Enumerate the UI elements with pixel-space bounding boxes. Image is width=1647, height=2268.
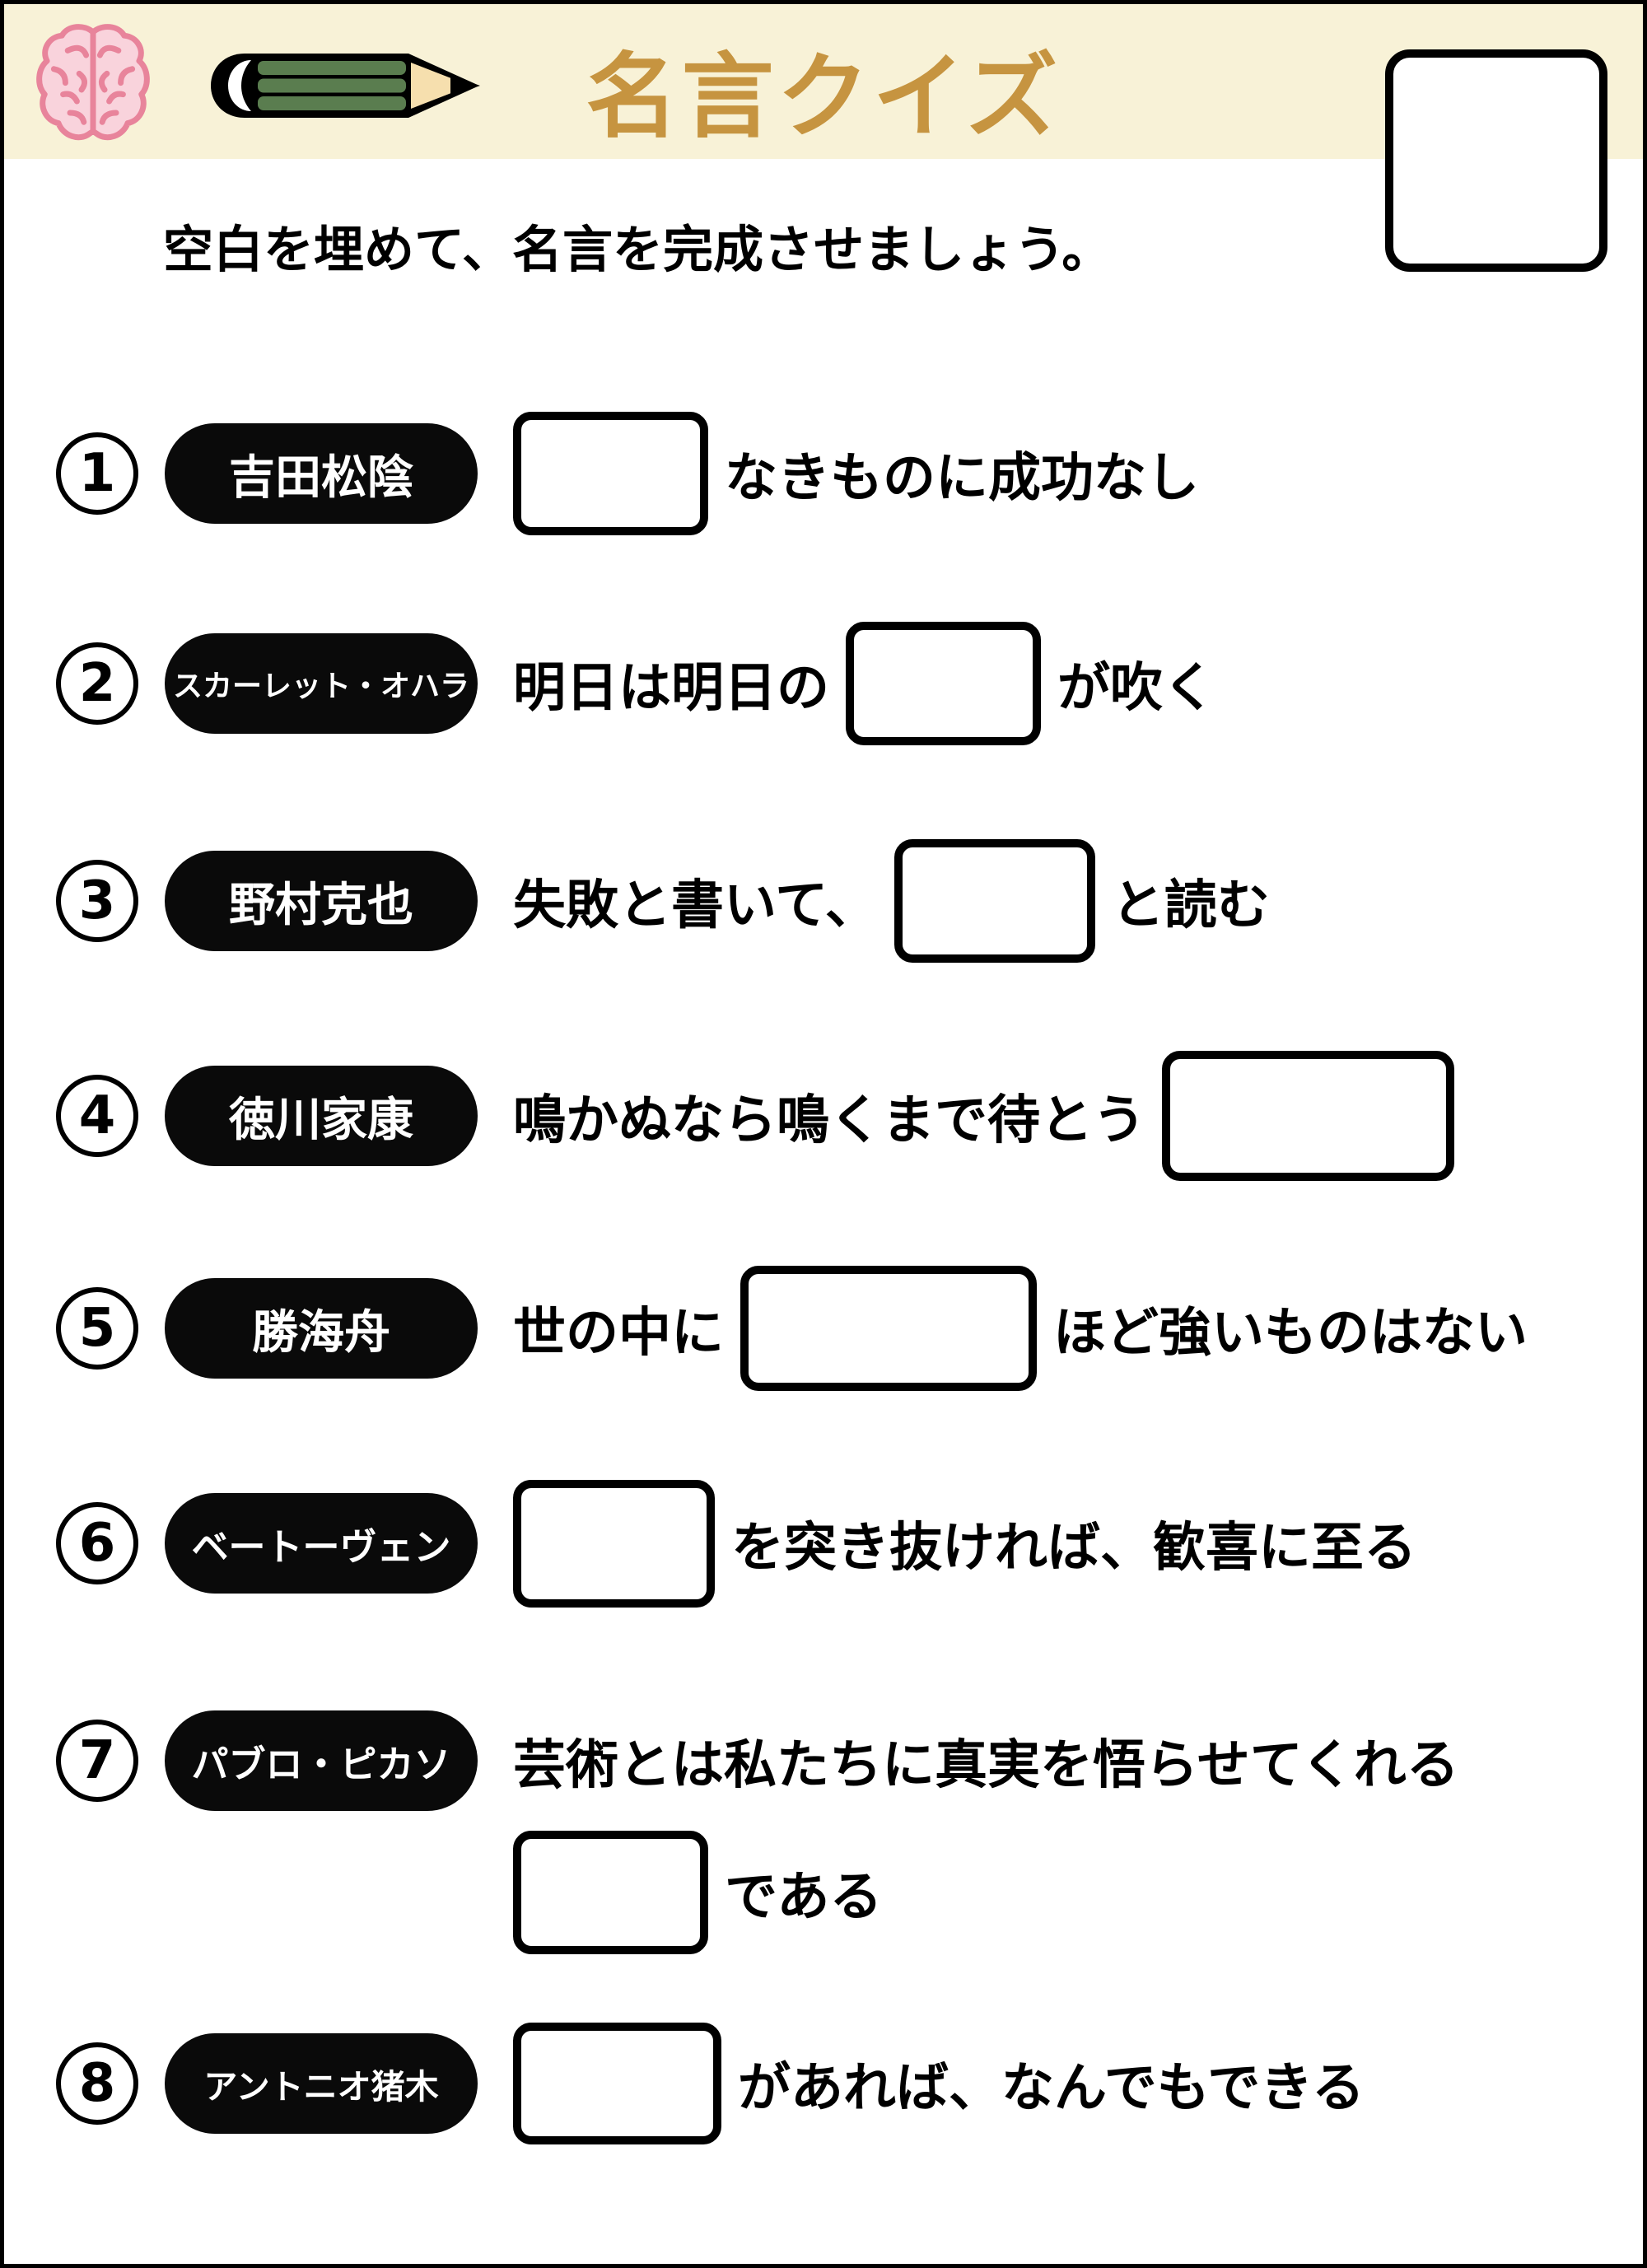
quote-text: 芸術とは私たちに真実を悟らせてくれる — [513, 1735, 1459, 1796]
quiz-item: 5 勝海舟 世の中に ほど強いものはない — [56, 1262, 1528, 1394]
score-box[interactable] — [1385, 49, 1607, 272]
answer-blank[interactable] — [513, 1831, 708, 1954]
item-number: 8 — [56, 2042, 138, 2125]
quiz-item: 7 パブロ・ピカソ 芸術とは私たちに真実を悟らせてくれるである — [56, 1695, 1459, 1958]
author-badge: 徳川家康 — [165, 1066, 478, 1166]
answer-blank[interactable] — [513, 412, 708, 535]
quote-text: ほど強いものはない — [1053, 1303, 1528, 1364]
brain-icon — [36, 24, 150, 141]
quote-text: を突き抜ければ、歓喜に至る — [731, 1518, 1416, 1579]
author-badge: アントニオ猪木 — [165, 2033, 478, 2134]
quote-text: である — [725, 1867, 883, 1928]
author-badge: 野村克也 — [165, 851, 478, 951]
quote-content: 明日は明日の が吹く — [513, 618, 1215, 749]
page-title: 名言クイズ — [586, 44, 1061, 151]
quote-content: 鳴かぬなら鳴くまで待とう — [513, 1050, 1454, 1182]
answer-blank[interactable] — [893, 839, 1095, 963]
quote-text: 明日は明日の — [513, 658, 829, 719]
author-badge: パブロ・ピカソ — [165, 1710, 478, 1811]
answer-blank[interactable] — [513, 1479, 715, 1608]
instruction-text: 空白を埋めて、名言を完成させましょう。 — [163, 221, 1113, 279]
item-number: 5 — [56, 1287, 138, 1370]
quote-content: 芸術とは私たちに真実を悟らせてくれるである — [513, 1695, 1459, 1958]
quiz-item: 3 野村克也 失敗と書いて、 と読む — [56, 835, 1270, 967]
item-number: 3 — [56, 860, 138, 942]
quiz-item: 6 ベートーヴェン を突き抜ければ、歓喜に至る — [56, 1477, 1416, 1609]
item-number: 7 — [56, 1720, 138, 1802]
author-badge: ベートーヴェン — [165, 1493, 478, 1594]
quote-text: が吹く — [1057, 658, 1215, 719]
answer-blank[interactable] — [846, 622, 1041, 745]
author-badge: スカーレット・オハラ — [165, 633, 478, 734]
quiz-item: 2 スカーレット・オハラ 明日は明日の が吹く — [56, 618, 1215, 749]
quiz-item: 4 徳川家康 鳴かぬなら鳴くまで待とう — [56, 1050, 1454, 1182]
quote-content: なきものに成功なし — [513, 408, 1199, 539]
quote-text: があれば、なんでもできる — [738, 2058, 1365, 2119]
pencil-icon — [211, 54, 480, 118]
author-badge: 勝海舟 — [165, 1278, 478, 1379]
quote-content: を突き抜ければ、歓喜に至る — [513, 1477, 1416, 1609]
quiz-item: 8 アントニオ猪木 があれば、なんでもできる — [56, 2018, 1365, 2149]
quote-content: 失敗と書いて、 と読む — [513, 835, 1270, 967]
quote-text: 鳴かぬなら鳴くまで待とう — [513, 1090, 1145, 1151]
quote-text: 世の中に — [513, 1303, 724, 1364]
item-number: 1 — [56, 432, 138, 515]
quote-text: と読む — [1111, 875, 1270, 936]
quote-text: なきものに成功なし — [725, 448, 1199, 509]
answer-blank[interactable] — [1162, 1051, 1454, 1181]
quiz-item: 1 吉田松陰 なきものに成功なし — [56, 408, 1199, 539]
item-number: 2 — [56, 642, 138, 725]
answer-blank[interactable] — [740, 1266, 1037, 1391]
quote-content: 世の中に ほど強いものはない — [513, 1262, 1528, 1394]
item-number: 4 — [56, 1075, 138, 1157]
item-number: 6 — [56, 1502, 138, 1584]
quote-content: があれば、なんでもできる — [513, 2018, 1365, 2149]
quote-text: 失敗と書いて、 — [513, 875, 878, 936]
answer-blank[interactable] — [513, 2023, 721, 2144]
author-badge: 吉田松陰 — [165, 423, 478, 524]
